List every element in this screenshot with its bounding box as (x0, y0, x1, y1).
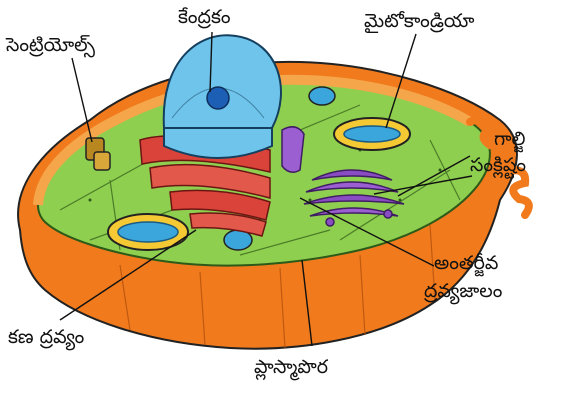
small-golgi-body (282, 127, 304, 172)
label-plasma-membrane: ప్లాస్మాపొర (254, 356, 328, 378)
label-nucleus: కేంద్రకం (178, 6, 231, 28)
label-mitochondria: మైటోకాండ్రియా (364, 10, 474, 32)
label-golgi-line2: సంక్లిష్టం (470, 154, 526, 176)
label-er-line2: ద్రవ్యజాలం (424, 280, 502, 302)
mitochondrion-right (334, 118, 410, 150)
label-golgi-line1: గాల్జి (494, 128, 525, 150)
label-er-line1: అంతర్జీవ (434, 252, 498, 274)
label-centrioles: సెంట్రియోల్స్ (6, 34, 95, 56)
label-cytoplasm: కణ ద్రవ్యం (8, 326, 84, 348)
mitochondrion-left (108, 214, 188, 250)
vesicle (309, 87, 335, 105)
